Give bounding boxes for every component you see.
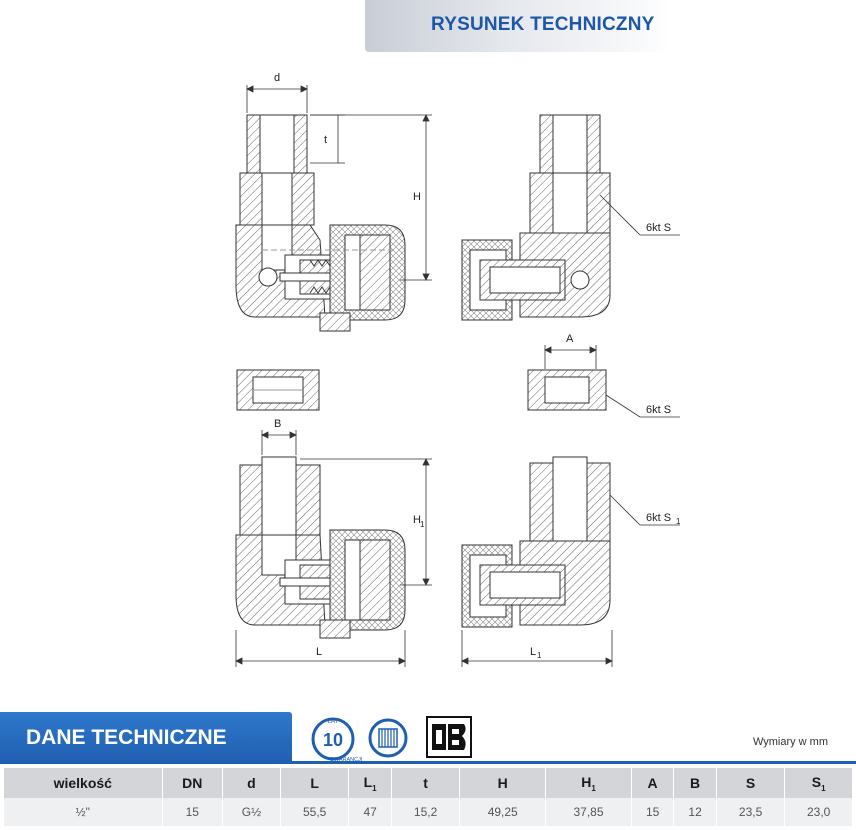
table-cell: ½" [4, 798, 163, 826]
label-hex-s1-sub: 1 [676, 517, 681, 526]
table-cell: G½ [222, 798, 281, 826]
radiator-icon [368, 718, 408, 758]
dim-label-l1-sub: 1 [537, 651, 542, 660]
col-header: S [716, 768, 786, 798]
col-header: DN [162, 768, 223, 798]
valve-front-view [235, 114, 406, 332]
units-note: Wymiary w mm [752, 736, 828, 748]
technical-data-band: DANE TECHNICZNE 10 LAT GWARANCJI Wymiary… [0, 712, 856, 764]
dim-label-b: B [274, 418, 281, 430]
warranty-top-text: LAT [328, 719, 339, 725]
dim-label-a: A [566, 333, 574, 345]
col-header: t [391, 768, 461, 798]
section-title: DANE TECHNICZNE [26, 726, 227, 749]
technical-data-header: DANE TECHNICZNE [0, 712, 292, 764]
col-header: A [631, 768, 675, 798]
certification-logo-icon [426, 716, 472, 758]
valve-side-view-b [461, 456, 611, 628]
nut-left [236, 369, 320, 411]
dim-label-h1: H [413, 514, 421, 526]
label-hex-s-top: 6kt S [646, 222, 671, 234]
table-row: ½" 15 G½ 55,5 47 15,2 49,25 37,85 15 12 … [4, 798, 852, 826]
table-cell: 47 [348, 798, 392, 826]
table-cell: 12 [673, 798, 717, 826]
table-cell: 23,5 [716, 798, 786, 826]
label-hex-s-mid: 6kt S [646, 404, 671, 416]
table-cell: 15 [162, 798, 223, 826]
dimension-d [246, 85, 308, 113]
section-header-tab: RYSUNEK TECHNICZNY [365, 0, 670, 52]
table-cell: 49,25 [459, 798, 547, 826]
table-header-row: wielkość DN d L L1 t H H1 A B S S1 [4, 768, 852, 798]
table-cell: 55,5 [280, 798, 350, 826]
dim-label-l: L [316, 646, 322, 658]
col-header: L [280, 768, 350, 798]
page-title: RYSUNEK TECHNICZNY [431, 14, 655, 35]
table-cell: 23,0 [784, 798, 852, 826]
col-header: d [222, 768, 281, 798]
dim-label-l1: L [530, 646, 536, 658]
technical-drawing: d t H 6kt S [235, 72, 681, 667]
valve-front-view-b [235, 456, 406, 639]
col-header: B [673, 768, 717, 798]
band-underline [0, 761, 856, 764]
table-cell: 15,2 [391, 798, 461, 826]
col-header: L1 [348, 768, 392, 798]
table-cell: 37,85 [545, 798, 632, 826]
col-header: S1 [784, 768, 852, 798]
label-hex-s1: 6kt S [646, 512, 671, 524]
dim-label-h: H [413, 191, 421, 203]
table-cell: 15 [631, 798, 675, 826]
warranty-bottom-text: GWARANCJI [330, 757, 363, 763]
nut-right [527, 369, 607, 411]
col-header: wielkość [4, 768, 163, 798]
warranty-badge-icon: 10 LAT GWARANCJI [311, 717, 363, 763]
col-header: H [459, 768, 547, 798]
valve-side-view [461, 114, 611, 321]
dim-label-h1-sub: 1 [420, 520, 425, 529]
technical-data-table: wielkość DN d L L1 t H H1 A B S S1 ½" 15… [4, 768, 852, 826]
col-header: H1 [545, 768, 632, 798]
dim-label-t: t [324, 134, 327, 146]
warranty-number: 10 [323, 730, 343, 750]
dim-label-d: d [274, 72, 280, 84]
